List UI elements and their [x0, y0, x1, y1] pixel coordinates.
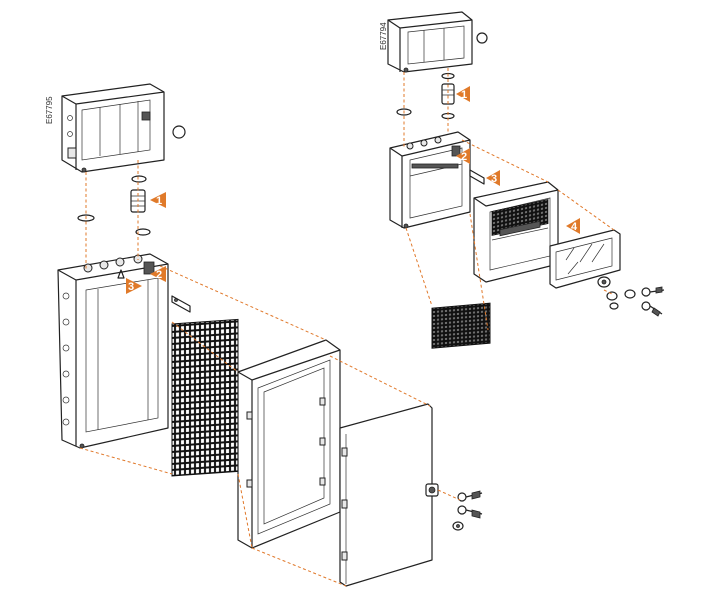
key-icon	[641, 286, 665, 297]
small-kit-ref: E67794	[379, 22, 388, 50]
step-number: 2	[156, 269, 162, 281]
small-enclosure-assembly: E67794	[379, 11, 665, 349]
step-number: 3	[128, 281, 134, 293]
large-assembly-guides	[79, 160, 461, 587]
step-number: 4	[571, 221, 578, 233]
din-rail-clip	[171, 295, 191, 313]
top-extension-box	[61, 83, 165, 173]
key-icon	[457, 490, 483, 502]
step-number: 3	[491, 173, 497, 185]
small-door-frame	[473, 181, 559, 283]
step-number: 1	[461, 89, 467, 101]
washer	[77, 214, 95, 222]
large-enclosure-body	[57, 253, 169, 449]
large-enclosure-assembly: E67795	[45, 83, 483, 587]
small-cable-gland-plug	[476, 32, 488, 44]
key-icon	[641, 301, 663, 317]
small-din-rail-clip	[469, 169, 485, 185]
cable-gland-plug	[172, 125, 186, 139]
step-marker-4: 4	[566, 218, 580, 234]
step-marker-2: 2	[456, 148, 470, 164]
large-kit-ref: E67795	[45, 96, 54, 124]
step-number: 1	[156, 195, 162, 207]
washer	[135, 228, 151, 236]
small-lock-set	[597, 276, 665, 317]
large-door-panel	[339, 403, 433, 587]
large-door-frame	[237, 339, 341, 549]
key-icon	[457, 505, 483, 519]
small-vent-grille	[431, 302, 491, 349]
lock-barrel	[452, 521, 464, 531]
small-top-extension-box	[387, 11, 473, 73]
washer	[396, 108, 412, 116]
washer	[131, 175, 147, 183]
step-marker-3: 3	[126, 278, 142, 294]
lock-barrel	[597, 276, 611, 288]
step-number: 2	[461, 151, 467, 163]
lock-barrel	[609, 302, 619, 310]
small-enclosure-body	[389, 131, 471, 229]
step-marker-3: 3	[486, 170, 500, 186]
step-marker-2: 2	[150, 266, 166, 282]
large-vent-grille	[171, 318, 239, 477]
step-marker-1: 1	[456, 86, 470, 102]
step-marker-1: 1	[150, 192, 166, 208]
small-assembly-guides	[403, 68, 615, 331]
large-lock-set	[425, 483, 483, 531]
